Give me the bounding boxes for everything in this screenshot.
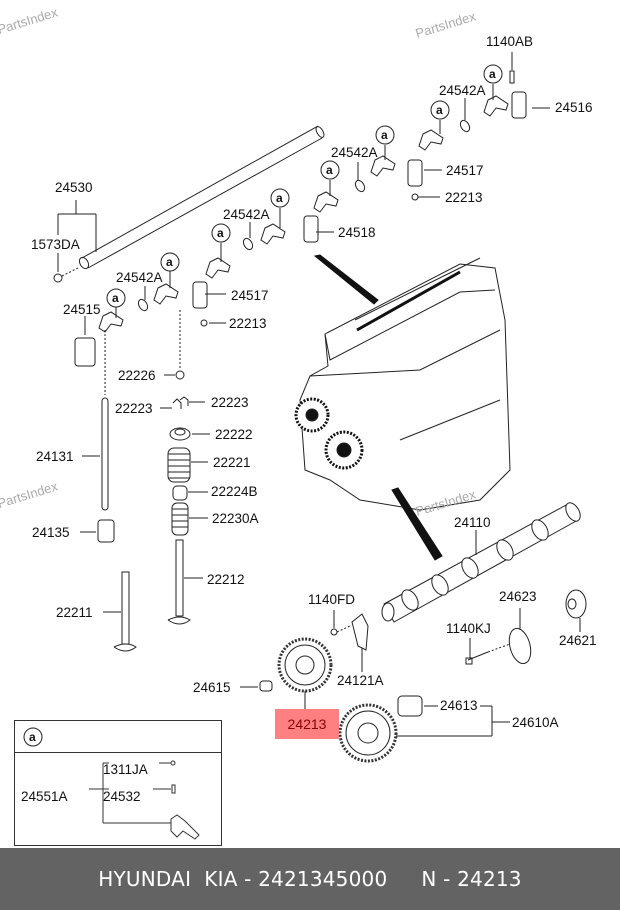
part-label-24621[interactable]: 24621 (559, 633, 597, 648)
callout-a-8: a (112, 291, 119, 305)
legend-parent-part[interactable]: 24551A (21, 789, 68, 804)
callout-a-3: a (381, 128, 388, 142)
rocker-supports (74, 91, 527, 367)
part-label-24516[interactable]: 24516 (555, 100, 593, 115)
engine-rockers (356, 270, 461, 332)
legend-callout-circle-icon (23, 727, 43, 747)
gear-24610A (338, 703, 398, 763)
part-label-24518[interactable]: 24518 (338, 225, 376, 240)
legend-child-part[interactable]: 24532 (103, 789, 141, 804)
part-label-24517[interactable]: 24517 (231, 288, 269, 303)
exploded-view-drawing (53, 52, 587, 763)
camshaft (381, 502, 581, 623)
legend-header: a (15, 721, 221, 753)
engine-gears (294, 397, 364, 470)
part-label-22222[interactable]: 22222 (215, 427, 253, 442)
callout-a-2: a (436, 103, 443, 117)
part-label-1573DA[interactable]: 1573DA (31, 237, 80, 252)
part-label-24610A[interactable]: 24610A (512, 715, 559, 730)
gear-24213 (277, 637, 333, 693)
callout-a-4: a (326, 163, 333, 177)
part-label-22230A[interactable]: 22230A (212, 511, 259, 526)
callout-a-6: a (217, 226, 224, 240)
part-label-1140AB[interactable]: 1140AB (486, 34, 534, 49)
part-label-22226[interactable]: 22226 (118, 368, 156, 383)
part-label-24131[interactable]: 24131 (36, 449, 74, 464)
callout-markers (106, 64, 503, 308)
part-label-22212[interactable]: 22212 (207, 572, 245, 587)
footer-separator: - (237, 867, 259, 891)
part-label-24542A[interactable]: 24542A (223, 207, 270, 222)
part-label-1140FD[interactable]: 1140FD (308, 592, 356, 607)
rocker-shaft (78, 125, 325, 270)
part-label-22224B[interactable]: 22224B (211, 484, 258, 499)
part-label-22213[interactable]: 22213 (229, 316, 267, 331)
engine-block (299, 257, 511, 511)
part-label-24517[interactable]: 24517 (446, 163, 484, 178)
valve-spring-inner (171, 502, 189, 536)
callout-a-7: a (166, 255, 173, 269)
footer-separator: - (436, 867, 458, 891)
part-label-24613[interactable]: 24613 (440, 698, 478, 713)
callout-legend-box: a 24551A 1311JA 24532 (14, 720, 222, 846)
parts-diagram: a a a a a a a a PartsIndex PartsIndex Pa… (0, 4, 597, 846)
footer-short-number: 24213 (457, 867, 522, 891)
part-label-22223[interactable]: 22223 (211, 395, 249, 410)
rocker-arms (98, 95, 509, 333)
part-label-22211[interactable]: 22211 (56, 605, 93, 620)
part-label-22213[interactable]: 22213 (445, 190, 483, 205)
part-label-24542A[interactable]: 24542A (439, 83, 486, 98)
part-label-24135[interactable]: 24135 (32, 525, 70, 540)
footer-short-prefix: N (421, 867, 437, 891)
part-label-22221[interactable]: 22221 (213, 455, 251, 470)
footer-oem-number: 2421345000 (258, 867, 388, 891)
part-label-22223[interactable]: 22223 (115, 401, 153, 416)
callout-a-5: a (276, 191, 283, 205)
callout-a-1: a (489, 67, 496, 81)
legend-tree-lines (89, 760, 200, 840)
part-label-1140KJ[interactable]: 1140KJ (446, 621, 491, 636)
part-label-24542A[interactable]: 24542A (331, 145, 378, 160)
footer-brand: HYUNDAI KIA (98, 867, 238, 891)
valve-spring-outer (167, 447, 191, 483)
part-label-24110[interactable]: 24110 (454, 515, 491, 530)
footer-bar: HYUNDAI KIA - 2421345000 N - 24213 (0, 848, 620, 910)
part-label-24515[interactable]: 24515 (63, 302, 101, 317)
part-label-24530[interactable]: 24530 (55, 180, 93, 195)
legend-child-part[interactable]: 1311JA (103, 762, 148, 777)
part-label-24121A[interactable]: 24121A (337, 673, 384, 688)
part-label-24615[interactable]: 24615 (193, 680, 231, 695)
highlighted-part-label[interactable]: 24213 (275, 709, 339, 739)
legend-marker: a (29, 730, 36, 744)
part-label-24542A[interactable]: 24542A (116, 270, 163, 285)
springs (137, 119, 471, 312)
part-label-24623[interactable]: 24623 (499, 589, 537, 604)
